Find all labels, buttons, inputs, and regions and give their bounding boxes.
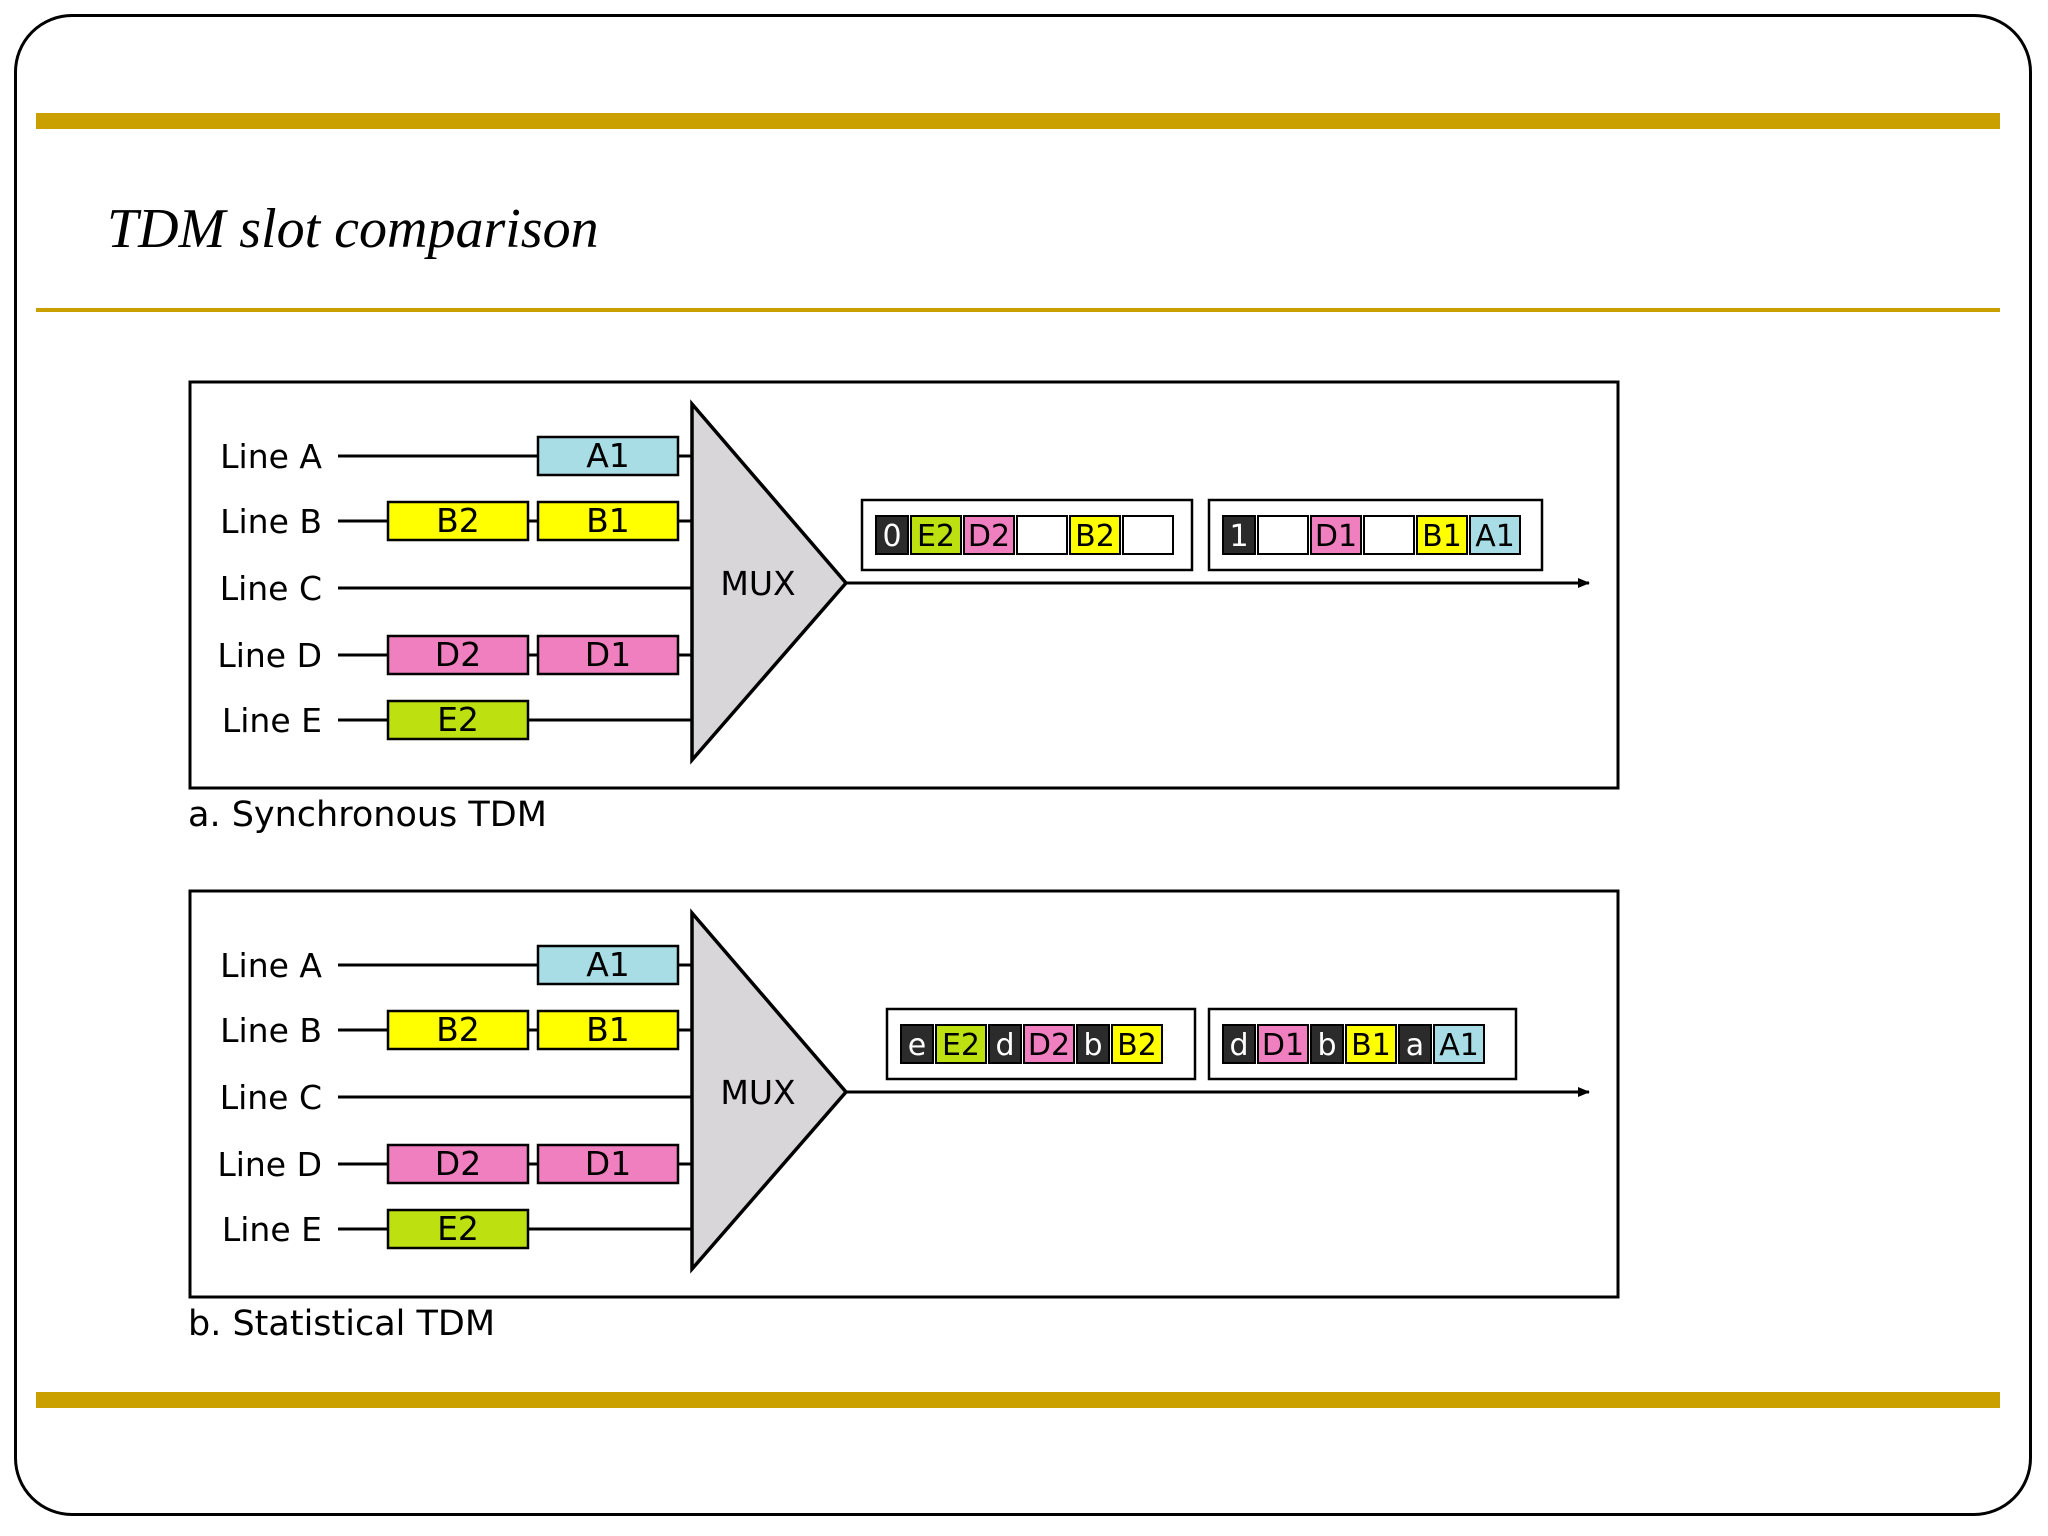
- data-block: [536, 1009, 680, 1051]
- frame-header-slot: [1222, 515, 1256, 555]
- frame-slot: [1416, 515, 1468, 555]
- frame-slot-label: 0: [882, 519, 901, 554]
- frame-slot-label: B1: [1422, 519, 1462, 554]
- data-block-label: E2: [437, 700, 479, 739]
- mux-shape: [690, 908, 849, 1274]
- panel-caption: a. Synchronous TDM: [188, 795, 547, 835]
- frame-slot-label: B2: [1075, 519, 1115, 554]
- data-block-label: A1: [586, 945, 630, 984]
- line-label: Line B: [220, 502, 322, 541]
- line-label: Line D: [217, 636, 322, 675]
- data-block-label: D1: [585, 635, 631, 674]
- data-block: [536, 944, 680, 986]
- line-label: Line D: [217, 1145, 322, 1184]
- line-label: Line A: [220, 437, 322, 476]
- data-block-label: D2: [435, 635, 481, 674]
- frame-slot: [910, 515, 962, 555]
- data-block-label: D1: [585, 1144, 631, 1183]
- frame-slot-label: D1: [1315, 519, 1357, 554]
- frame-slot-label: B2: [1117, 1028, 1157, 1063]
- title-underline: [36, 308, 2000, 312]
- frame-slot: [1257, 1024, 1309, 1064]
- data-block: [386, 500, 530, 542]
- frame-slot-label: A1: [1439, 1028, 1479, 1063]
- frame-slot-label: b: [1083, 1028, 1102, 1063]
- frame-slot: [1122, 515, 1174, 555]
- frame-header-slot: [1398, 1024, 1432, 1064]
- frame-slot: [1345, 1024, 1397, 1064]
- data-block: [386, 634, 530, 676]
- data-block-label: A1: [586, 436, 630, 475]
- panel-caption: b. Statistical TDM: [188, 1304, 495, 1344]
- data-block: [536, 500, 680, 542]
- data-block: [386, 1208, 530, 1250]
- frame-slot-label: D1: [1262, 1028, 1304, 1063]
- data-block-label: E2: [437, 1209, 479, 1248]
- bottom-accent-bar: [36, 1392, 2000, 1408]
- line-label: Line E: [222, 701, 322, 740]
- frame-slot-label: D2: [1028, 1028, 1070, 1063]
- frame-slot: [1111, 1024, 1163, 1064]
- data-block-label: D2: [435, 1144, 481, 1183]
- frame-slot: [1310, 515, 1362, 555]
- data-block-label: B2: [436, 1010, 480, 1049]
- frame-slot-label: B1: [1351, 1028, 1391, 1063]
- top-accent-bar: [36, 113, 2000, 129]
- frame-header-slot: [988, 1024, 1022, 1064]
- frame-header-slot: [1222, 1024, 1256, 1064]
- frame-header-slot: [1076, 1024, 1110, 1064]
- data-block: [386, 1009, 530, 1051]
- frame-slot-label: d: [1229, 1028, 1248, 1063]
- frame-header-slot: [875, 515, 909, 555]
- frame-slot: [1016, 515, 1068, 555]
- data-block-label: B1: [586, 1010, 630, 1049]
- frame-slot: [963, 515, 1015, 555]
- mux-shape: [690, 399, 849, 765]
- frame-slot-label: D2: [968, 519, 1010, 554]
- line-label: Line E: [222, 1210, 322, 1249]
- data-block: [536, 435, 680, 477]
- mux-label: MUX: [720, 564, 795, 603]
- data-block: [386, 699, 530, 741]
- frame-slot-label: d: [995, 1028, 1014, 1063]
- data-block: [386, 1143, 530, 1185]
- slide-title: TDM slot comparison: [107, 198, 599, 260]
- line-label: Line A: [220, 946, 322, 985]
- frame-slot: [1023, 1024, 1075, 1064]
- frame-header-slot: [1310, 1024, 1344, 1064]
- frame-slot: [1433, 1024, 1485, 1064]
- data-block-label: B1: [586, 501, 630, 540]
- data-block: [536, 634, 680, 676]
- frame-slot-label: b: [1317, 1028, 1336, 1063]
- mux-label: MUX: [720, 1073, 795, 1112]
- line-label: Line C: [220, 569, 322, 608]
- frame-slot-label: e: [908, 1028, 926, 1063]
- line-label: Line C: [220, 1078, 322, 1117]
- data-block-label: B2: [436, 501, 480, 540]
- frame-slot: [1363, 515, 1415, 555]
- frame-slot-label: E2: [942, 1028, 980, 1063]
- frame-slot-label: a: [1406, 1028, 1424, 1063]
- frame-header-slot: [900, 1024, 934, 1064]
- frame-slot: [1469, 515, 1521, 555]
- line-label: Line B: [220, 1011, 322, 1050]
- frame-slot: [935, 1024, 987, 1064]
- data-block: [536, 1143, 680, 1185]
- frame-slot: [1257, 515, 1309, 555]
- frame-slot-label: 1: [1229, 519, 1248, 554]
- frame-slot-label: A1: [1475, 519, 1515, 554]
- frame-slot-label: E2: [917, 519, 955, 554]
- frame-slot: [1069, 515, 1121, 555]
